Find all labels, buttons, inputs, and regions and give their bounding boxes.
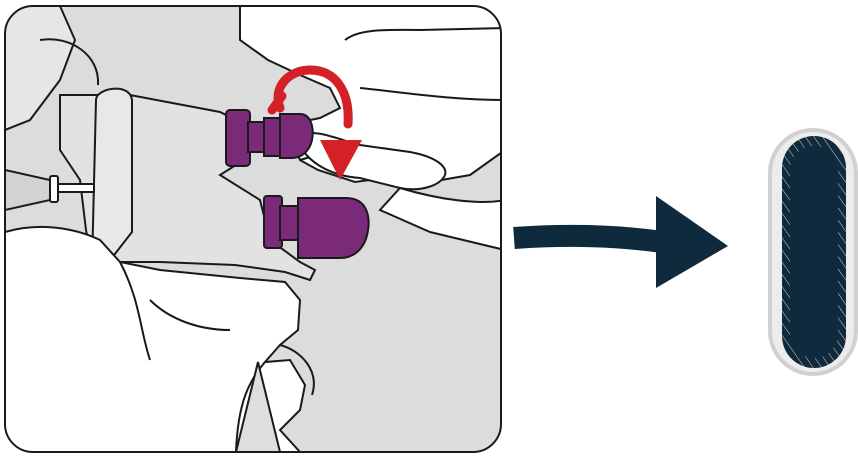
- right-arrow-icon: [514, 196, 728, 288]
- pattern-adjustment-knob-icon: [264, 196, 369, 258]
- narrow-vertical-spray-pattern-icon: [768, 128, 858, 376]
- hand-holding-spray-gun-illustration: [5, 6, 505, 452]
